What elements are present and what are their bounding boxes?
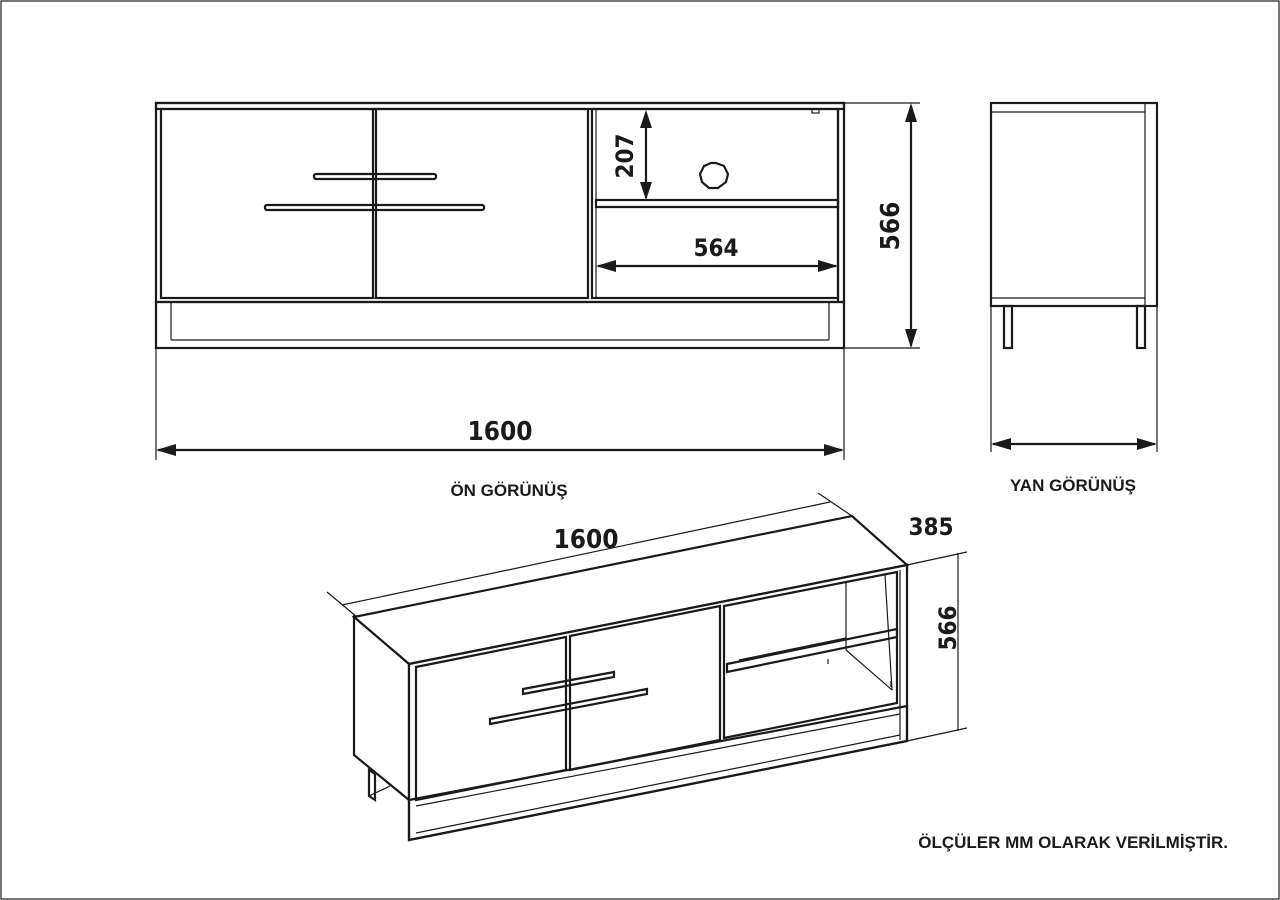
side-carcass [989,101,1159,308]
iso-shelf-back [738,637,847,661]
iso-385-label: 385 [908,513,953,541]
side-view-label: YAN GÖRÜNÜŞ [1010,476,1136,495]
middle-shelf [594,198,840,209]
iso-handle-lower [488,687,649,726]
iso-ext-top-right [906,551,968,566]
units-note: ÖLÇÜLER MM OLARAK VERİLMİŞTİR. [918,833,1228,852]
left-door [159,107,375,300]
side-leg-back [1135,304,1147,350]
cable-grommet [698,161,730,190]
iso-back-top [738,581,847,604]
iso-base-rail [407,704,909,842]
iso-right-door [568,604,722,772]
front-carcass [154,101,846,304]
front-view-label: ÖN GÖRÜNÜŞ [450,481,567,500]
iso-ext-bottom-right [906,727,968,742]
iso-base-inner2 [415,734,901,834]
dim-564-label: 564 [693,234,738,262]
dim-207-label: 207 [611,133,639,178]
iso-dim-1600 [341,501,831,606]
iso-566-label: 566 [934,605,962,650]
dim-566-label: 566 [876,202,906,251]
right-door [374,107,590,300]
iso-1600-label: 1600 [553,525,618,555]
iso-back-side-lower [845,649,893,691]
dim-1600-label: 1600 [467,417,532,447]
handle-lower [263,203,486,212]
iso-leg-back [367,767,377,803]
iso-right-inner [884,574,893,691]
handle-upper [312,172,438,181]
iso-handle-upper [521,670,616,696]
iso-base-inner [415,713,901,807]
iso-ext-topback [817,492,853,517]
side-view: YAN GÖRÜNÜŞ [989,101,1159,495]
front-base-frame [154,300,846,350]
iso-view: 1600 385 566 [326,492,968,842]
iso-leg-link [368,785,391,797]
side-leg-front [1002,304,1014,350]
iso-middle-shelf [725,627,899,674]
shelf-pin [811,108,820,114]
front-view: 207 564 566 1600 ÖN GÖRÜNÜŞ [154,101,920,500]
